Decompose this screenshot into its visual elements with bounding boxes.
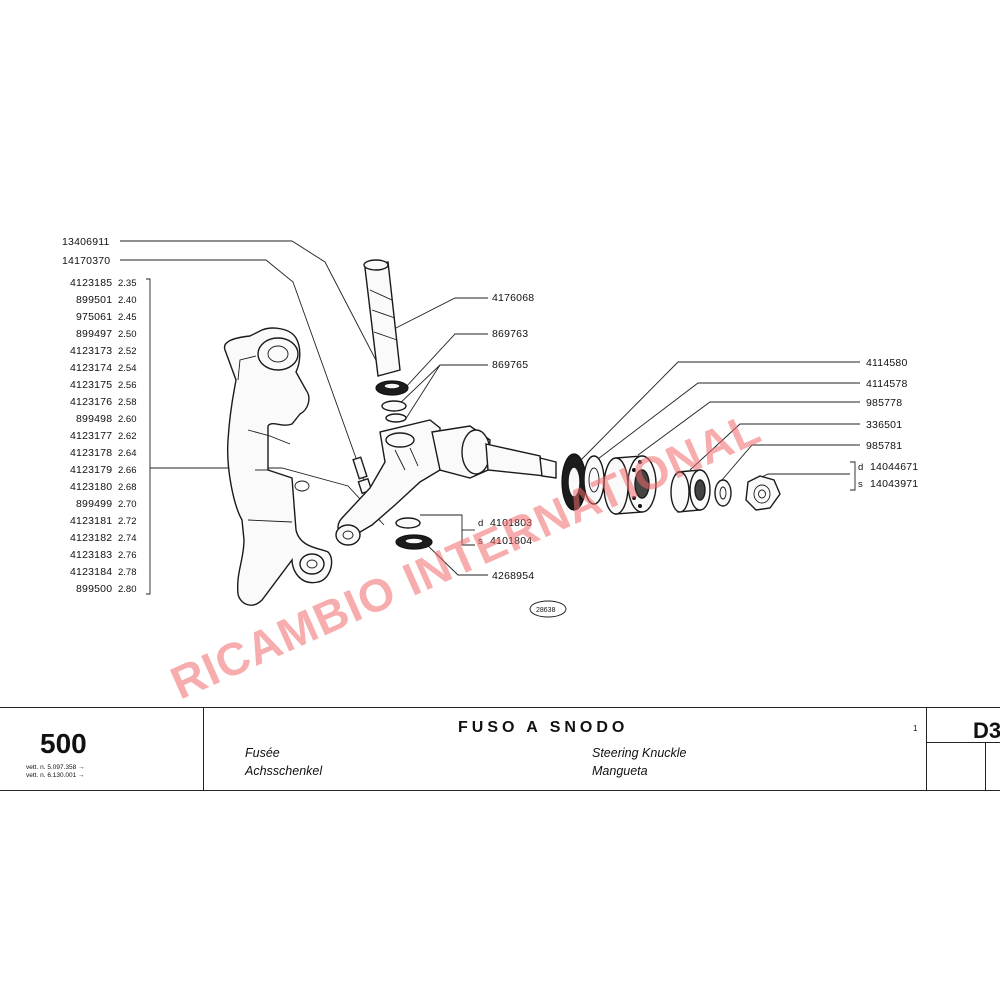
left-part-number: 4123174	[70, 362, 112, 374]
left-part-size: 2.70	[118, 499, 137, 510]
left-part-number: 4123185	[70, 277, 112, 289]
label-seal-inner: 4114578	[866, 378, 908, 390]
drawing-ref: 28638	[536, 607, 556, 614]
drawing-ref-oval	[529, 600, 567, 618]
model-cell: 500 vett. n. 5.097.358 → vett. n. 6.130.…	[0, 708, 204, 790]
upright-bracket	[223, 327, 333, 606]
label-bearing-inner: 985778	[866, 397, 902, 409]
label-upper-seal: 869763	[492, 328, 528, 340]
title-german: Achsschenkel	[245, 764, 323, 778]
leader-lines	[120, 240, 860, 576]
left-part-size: 2.76	[118, 550, 137, 561]
left-part-size: 2.58	[118, 397, 137, 408]
side-mark-d: d	[478, 518, 483, 529]
code-cell	[926, 708, 1000, 790]
label-lower-washer: 4268954	[492, 570, 534, 582]
left-part-number: 4123181	[70, 515, 112, 527]
side-mark-s: s	[478, 536, 483, 547]
left-part-number: 4123183	[70, 549, 112, 561]
left-part-number: 975061	[76, 311, 112, 323]
left-part-size: 2.72	[118, 516, 137, 527]
title-spanish: Mangueta	[592, 764, 648, 778]
left-part-number: 4123173	[70, 345, 112, 357]
left-part-size: 2.74	[118, 533, 137, 544]
center-labels: 4176068 869763 869765 d 4101803 s 410180…	[478, 292, 567, 618]
title-french: Fusée	[245, 746, 280, 760]
left-part-number: 899500	[76, 583, 112, 595]
left-part-number: 899498	[76, 413, 112, 425]
label-upper-washer: 869765	[492, 359, 528, 371]
label-kingpin: 4176068	[492, 292, 534, 304]
left-part-size: 2.80	[118, 584, 137, 595]
left-part-size: 2.62	[118, 431, 137, 442]
left-part-number: 14170370	[62, 255, 110, 267]
label-nut-d: 14044671	[870, 461, 918, 473]
left-part-number: 4123178	[70, 447, 112, 459]
left-part-size: 2.66	[118, 465, 137, 476]
title-block: 500 vett. n. 5.097.358 → vett. n. 6.130.…	[0, 707, 1000, 791]
model-number: 500	[40, 728, 87, 759]
left-part-number: 4123177	[70, 430, 112, 442]
vin-note: vett. n. 6.130.001 →	[26, 772, 85, 779]
left-part-size: 2.50	[118, 329, 137, 340]
left-part-size: 2.60	[118, 414, 137, 425]
hub-washer	[714, 479, 732, 507]
left-part-number: 899497	[76, 328, 112, 340]
left-part-number: 899501	[76, 294, 112, 306]
label-pivot-s: 4101804	[490, 535, 532, 547]
side-mark-d: d	[858, 462, 863, 473]
left-part-size: 2.56	[118, 380, 137, 391]
left-part-size: 2.64	[118, 448, 137, 459]
left-part-size: 2.52	[118, 346, 137, 357]
title-english: Steering Knuckle	[592, 746, 687, 760]
hub-nut	[745, 475, 781, 511]
left-part-number: 4123184	[70, 566, 112, 578]
left-part-list: 13406911 14170370 4123185 2.35 899501 2.…	[62, 236, 151, 595]
left-part-size: 2.40	[118, 295, 137, 306]
lower-washers	[395, 517, 433, 550]
left-part-size: 2.54	[118, 363, 137, 374]
label-nut-s: 14043971	[870, 478, 918, 490]
steering-knuckle	[335, 419, 557, 546]
left-part-number: 13406911	[62, 236, 110, 248]
left-part-number: 899499	[76, 498, 112, 510]
hub-seals	[561, 453, 605, 511]
left-part-number: 4123176	[70, 396, 112, 408]
left-part-number: 4123180	[70, 481, 112, 493]
page-number: 1	[913, 724, 918, 733]
lock-pin	[352, 456, 373, 495]
left-part-number: 4123175	[70, 379, 112, 391]
outer-bearing	[670, 469, 711, 513]
left-part-size: 2.45	[118, 312, 137, 323]
section-code: D3	[973, 718, 1000, 743]
label-washer: 985781	[866, 440, 902, 452]
label-bearing-outer: 336501	[866, 419, 902, 431]
size-bracket	[146, 278, 151, 595]
right-labels: 4114580 4114578 985778 336501 985781 d 1…	[858, 357, 918, 490]
left-part-size: 2.78	[118, 567, 137, 578]
left-part-size: 2.68	[118, 482, 137, 493]
vin-note: vett. n. 5.097.358 →	[26, 764, 85, 771]
left-part-size: 2.35	[118, 278, 137, 289]
side-mark-s: s	[858, 479, 863, 490]
label-seal-outer: 4114580	[866, 357, 908, 369]
inner-bearing	[603, 455, 657, 515]
upper-seals	[375, 380, 409, 423]
left-part-number: 4123179	[70, 464, 112, 476]
title-italian: FUSO A SNODO	[458, 719, 629, 736]
left-part-number: 4123182	[70, 532, 112, 544]
kingpin	[363, 259, 401, 377]
label-pivot-d: 4101803	[490, 517, 532, 529]
